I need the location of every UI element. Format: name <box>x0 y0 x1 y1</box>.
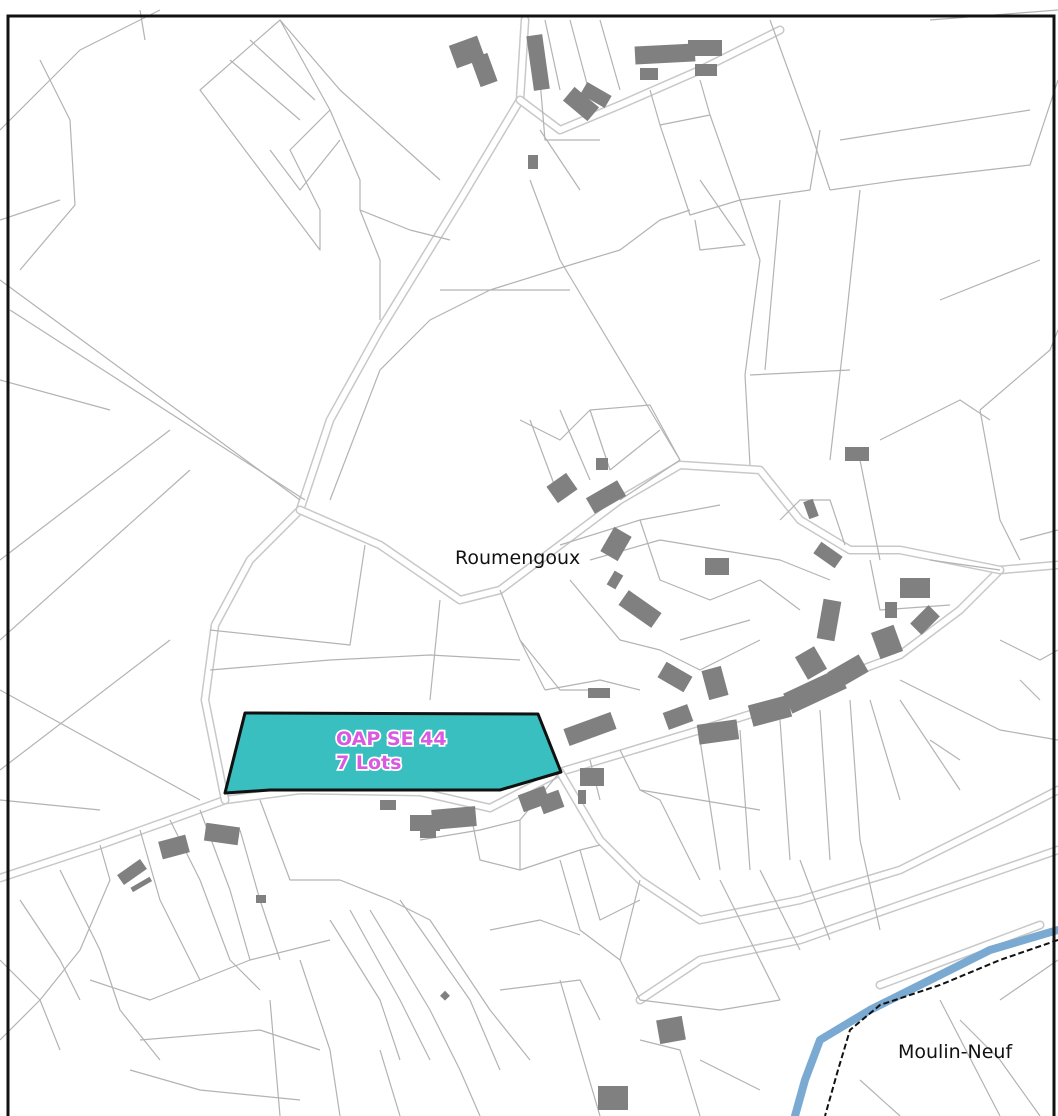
oap-zone-polygon[interactable] <box>223 711 563 795</box>
place-label-roumengoux: Roumengoux <box>455 547 580 569</box>
municipal-boundary <box>824 939 1058 1116</box>
river <box>791 926 1058 1116</box>
buildings <box>117 34 940 1110</box>
oap-zone-lots: 7 Lots <box>336 752 401 774</box>
oap-zone-title: OAP SE 44 <box>336 728 447 750</box>
place-label-moulin-neuf: Moulin-Neuf <box>898 1041 1013 1063</box>
roads <box>0 15 1058 1005</box>
map-border <box>6 14 1056 1116</box>
